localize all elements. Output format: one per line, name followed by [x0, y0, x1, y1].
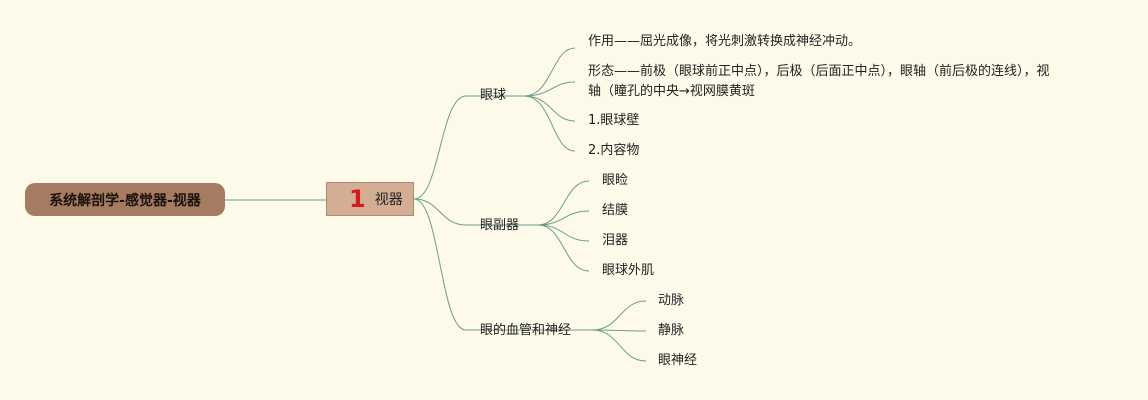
connector-main-vessels	[413, 198, 467, 331]
node-eyeball-wall[interactable]: 1.眼球壁	[588, 111, 639, 131]
node-label: 眼睑	[602, 173, 629, 188]
node-morphology[interactable]: 形态——前极（眼球前正中点），后极（后面正中点），眼轴（前后极的连线），视轴（瞳…	[588, 62, 1058, 102]
node-label: 1.眼球壁	[588, 113, 640, 128]
connector-main-eyeball	[413, 95, 467, 200]
node-label: 作用——屈光成像，将光刺激转换成神经冲动。	[588, 34, 862, 49]
branch-vessels-nerves[interactable]: 眼的血管和神经	[480, 321, 571, 341]
root-label: 系统解剖学-感觉器-视器	[49, 192, 201, 209]
branch-label: 眼的血管和神经	[480, 323, 572, 338]
node-label: 结膜	[602, 203, 629, 218]
node-ophthalmic-nerve[interactable]: 眼神经	[658, 351, 697, 371]
branch-eyeball[interactable]: 眼球	[480, 86, 506, 106]
main-topic-label: 视器	[374, 192, 403, 208]
node-lacrimal[interactable]: 泪器	[602, 231, 628, 251]
node-artery[interactable]: 动脉	[658, 291, 684, 311]
main-topic-node[interactable]: 1 视器	[326, 182, 414, 216]
root-node[interactable]: 系统解剖学-感觉器-视器	[25, 183, 225, 216]
topic-number-badge: 1	[349, 185, 366, 213]
node-label: 泪器	[602, 233, 629, 248]
node-label: 眼球外肌	[602, 263, 655, 278]
node-label: 动脉	[658, 293, 685, 308]
node-extraocular-muscles[interactable]: 眼球外肌	[602, 261, 654, 281]
node-vein[interactable]: 静脉	[658, 321, 684, 341]
connector-main-accessory	[413, 198, 467, 226]
node-eyelid[interactable]: 眼睑	[602, 171, 628, 191]
node-function[interactable]: 作用——屈光成像，将光刺激转换成神经冲动。	[588, 32, 861, 52]
node-conjunctiva[interactable]: 结膜	[602, 201, 628, 221]
branch-accessory-organs[interactable]: 眼副器	[480, 216, 519, 236]
node-label: 形态——前极（眼球前正中点），后极（后面正中点），眼轴（前后极的连线），视轴（瞳…	[588, 64, 1050, 99]
node-contents[interactable]: 2.内容物	[588, 141, 639, 161]
branch-label: 眼球	[480, 88, 507, 103]
node-label: 静脉	[658, 323, 685, 338]
node-label: 眼神经	[658, 353, 698, 368]
node-label: 2.内容物	[588, 143, 640, 158]
branch-label: 眼副器	[480, 218, 520, 233]
